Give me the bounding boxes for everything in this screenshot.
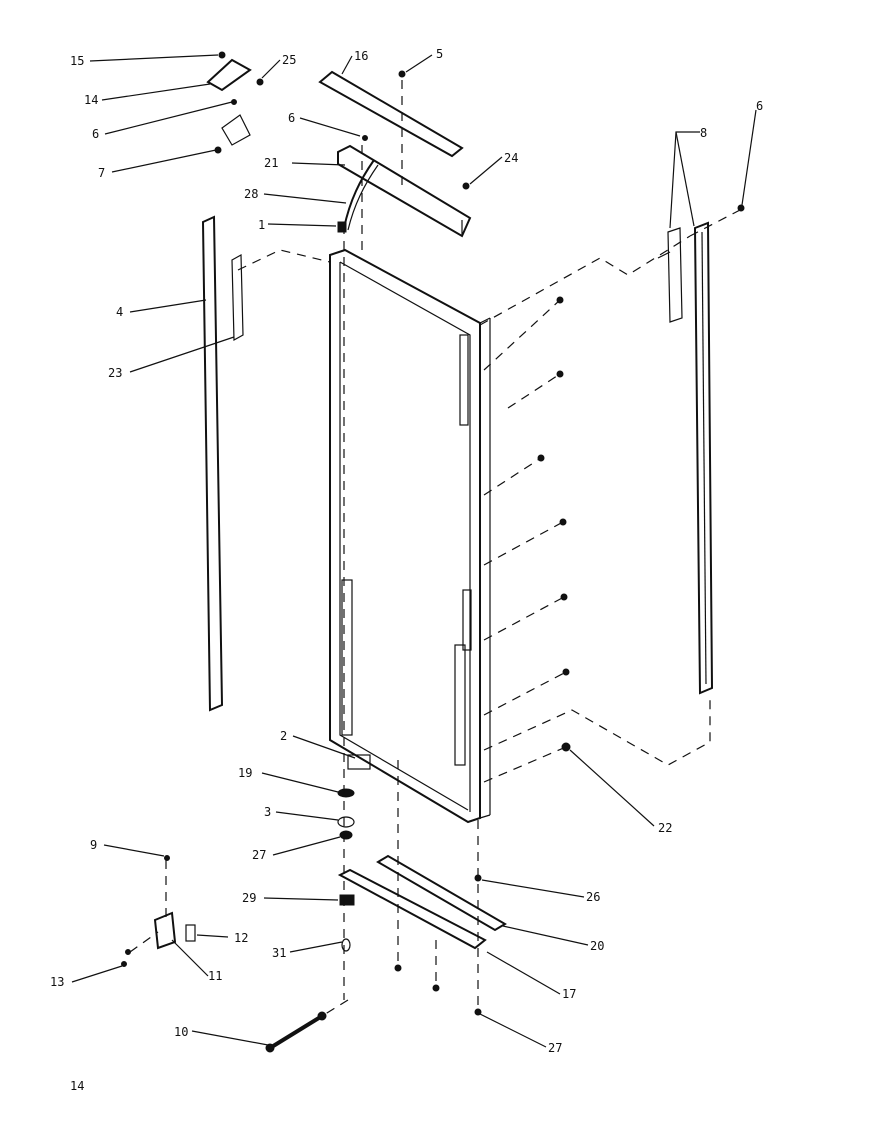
label-28: 28	[244, 187, 258, 201]
label-6-right: 6	[756, 99, 763, 113]
label-6-left: 6	[92, 127, 99, 141]
wire-harness	[337, 159, 379, 233]
label-26: 26	[586, 890, 600, 904]
label-19: 19	[238, 766, 252, 780]
callout-labels: 15 14 25 16 5 6 6 6 7 21 24 28 1 8 4 23 …	[50, 47, 763, 1055]
label-8: 8	[700, 126, 707, 140]
bottom-rail-upper	[376, 854, 507, 932]
left-bracket	[231, 253, 244, 342]
left-trim-strip	[201, 215, 224, 712]
page-number: 14	[70, 1079, 84, 1093]
label-3: 3	[264, 805, 271, 819]
label-12: 12	[234, 931, 248, 945]
top-hinge-bar	[337, 144, 472, 238]
label-25: 25	[282, 53, 296, 67]
top-hinge-assembly	[206, 51, 264, 154]
label-11: 11	[208, 969, 222, 983]
label-10: 10	[174, 1025, 188, 1039]
top-handle-rail	[318, 70, 464, 158]
label-13: 13	[50, 975, 64, 989]
label-16: 16	[354, 49, 368, 63]
label-27-upper: 27	[252, 848, 266, 862]
door-screws	[362, 70, 745, 1016]
label-6-center: 6	[288, 111, 295, 125]
label-22: 22	[658, 821, 672, 835]
label-31: 31	[272, 946, 286, 960]
label-1: 1	[258, 218, 265, 232]
label-5: 5	[436, 47, 443, 61]
right-hinge-bracket	[657, 227, 683, 323]
label-21: 21	[264, 156, 278, 170]
bottom-hinge-stack	[337, 754, 371, 952]
label-29: 29	[242, 891, 256, 905]
label-15: 15	[70, 54, 84, 68]
door-panel	[329, 248, 491, 824]
grille-rod	[265, 1011, 327, 1053]
leader-lines	[71, 54, 757, 1048]
label-9: 9	[90, 838, 97, 852]
right-trim-strip	[693, 221, 714, 695]
label-7: 7	[98, 166, 105, 180]
label-24: 24	[504, 151, 518, 165]
label-23: 23	[108, 366, 122, 380]
bottom-rail-lower	[337, 868, 487, 950]
label-17: 17	[562, 987, 576, 1001]
label-4: 4	[116, 305, 123, 319]
label-27-lower: 27	[548, 1041, 562, 1055]
label-14: 14	[84, 93, 98, 107]
label-20: 20	[590, 939, 604, 953]
label-2: 2	[280, 729, 287, 743]
assembly-lines	[129, 80, 741, 1017]
